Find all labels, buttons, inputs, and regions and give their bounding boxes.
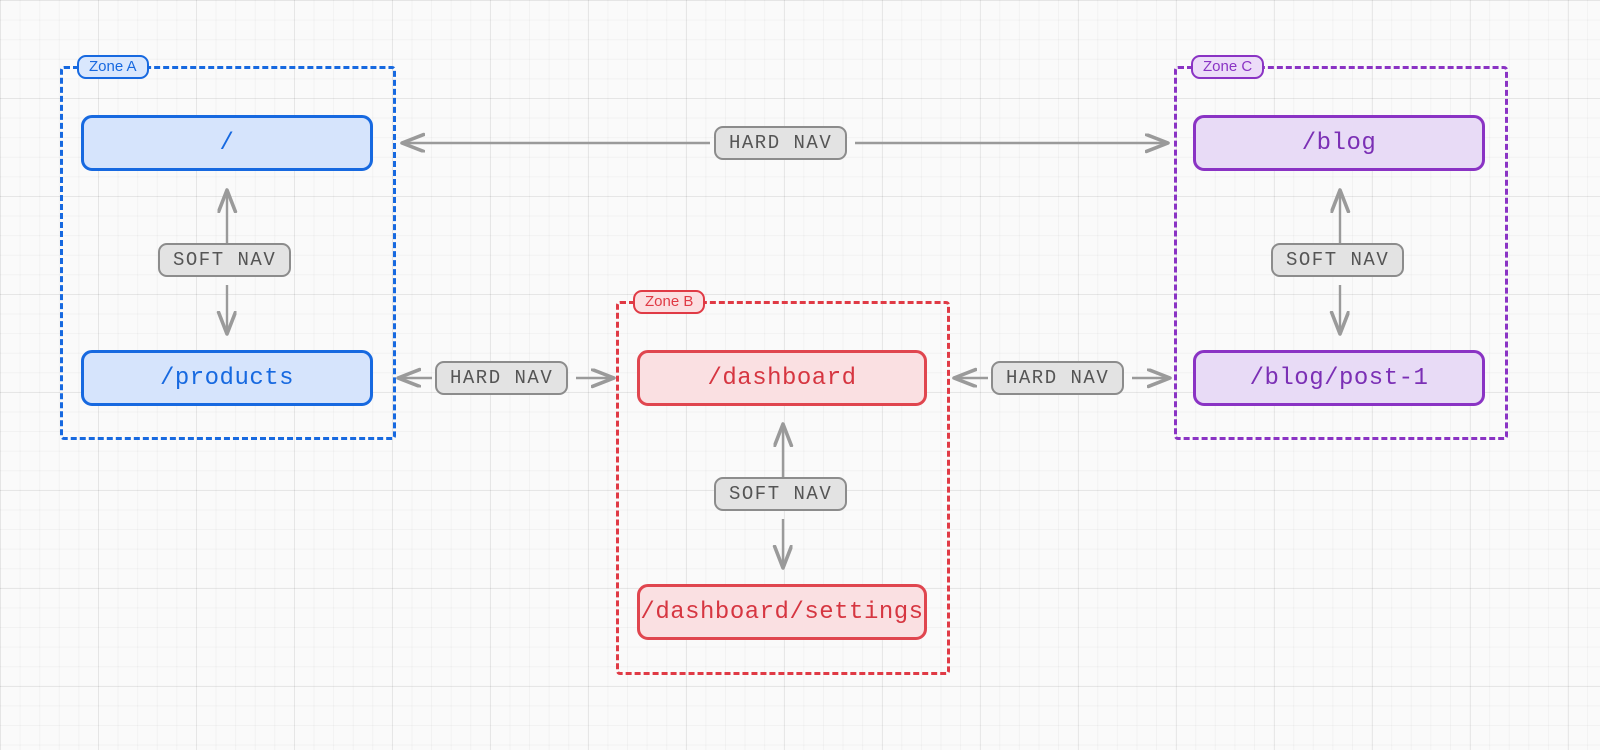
route-node-root[interactable]: / <box>81 115 373 171</box>
route-node-blog-post-1[interactable]: /blog/post-1 <box>1193 350 1485 406</box>
edge-label-soft-nav-zone-b[interactable]: SOFT NAV <box>714 477 848 511</box>
route-node-dashboard-settings[interactable]: /dashboard/settings <box>637 584 927 640</box>
zone-container-c[interactable]: Zone C <box>1174 55 1508 440</box>
zone-label-b: Zone B <box>633 290 706 314</box>
route-node-products[interactable]: /products <box>81 350 373 406</box>
route-node-blog[interactable]: /blog <box>1193 115 1485 171</box>
edge-label-hard-nav-left[interactable]: HARD NAV <box>435 361 569 395</box>
edge-label-soft-nav-zone-c[interactable]: SOFT NAV <box>1271 243 1405 277</box>
zone-container-a[interactable]: Zone A <box>60 55 396 440</box>
zone-label-c: Zone C <box>1191 55 1265 79</box>
edge-label-hard-nav-top[interactable]: HARD NAV <box>714 126 848 160</box>
zone-container-b[interactable]: Zone B <box>616 290 950 675</box>
zone-label-a: Zone A <box>77 55 149 79</box>
route-node-dashboard[interactable]: /dashboard <box>637 350 927 406</box>
edge-label-hard-nav-right[interactable]: HARD NAV <box>991 361 1125 395</box>
edge-label-soft-nav-zone-a[interactable]: SOFT NAV <box>158 243 292 277</box>
